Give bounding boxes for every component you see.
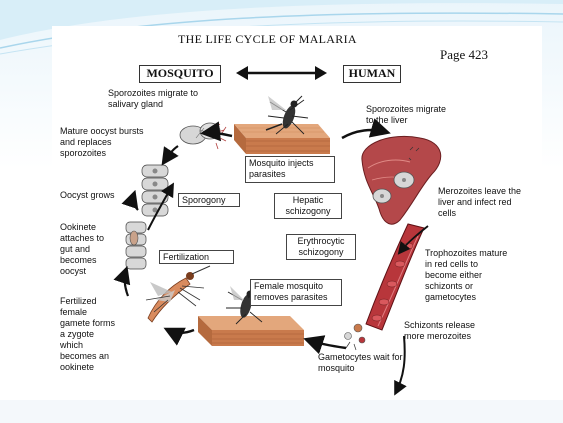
stage-female-mosquito-removes: Female mosquito removes parasites bbox=[250, 279, 342, 306]
label-sporozoites-salivary: Sporozoites migrate to salivary gland bbox=[108, 88, 198, 110]
oocyst-burst-illustration bbox=[180, 123, 226, 149]
stage-hepatic-schizogony: Hepatic schizogony bbox=[274, 193, 342, 219]
stage-sporogony: Sporogony bbox=[178, 193, 240, 207]
label-gametocytes-wait: Gametocytes wait for mosquito bbox=[318, 352, 403, 374]
page-number: Page 423 bbox=[440, 47, 488, 63]
stage-mosquito-injects: Mosquito injects parasites bbox=[245, 156, 335, 183]
liver-illustration bbox=[362, 136, 441, 224]
label-trophozoites: Trophozoites mature in red cells to beco… bbox=[425, 248, 507, 303]
oocyst-chain-illustration bbox=[142, 165, 168, 216]
label-oocyst-bursts: Mature oocyst bursts and replaces sporoz… bbox=[60, 126, 144, 159]
host-double-arrow bbox=[236, 66, 327, 80]
host-label-mosquito: MOSQUITO bbox=[139, 65, 221, 83]
skin-block-bottom bbox=[198, 316, 304, 346]
female-mosquito-illustration bbox=[146, 266, 210, 322]
label-ookinete-attaches: Ookinete attaches to gut and becomes ooc… bbox=[60, 222, 104, 277]
host-label-human: HUMAN bbox=[343, 65, 401, 83]
label-schizonts-release: Schizonts release more merozoites bbox=[404, 320, 475, 342]
label-sporozoites-liver: Sporozoites migrate to the liver bbox=[366, 104, 446, 126]
label-fertilized-gamete: Fertilized female gamete forms a zygote … bbox=[60, 296, 115, 373]
stage-fertilization: Fertilization bbox=[159, 250, 234, 264]
ookinete-chain-illustration bbox=[126, 222, 146, 269]
blood-vessel-illustration bbox=[366, 224, 424, 330]
page-title: THE LIFE CYCLE OF MALARIA bbox=[178, 32, 357, 47]
gametocyte-cells-illustration bbox=[345, 324, 366, 350]
label-merozoites-leave: Merozoites leave the liver and infect re… bbox=[438, 186, 521, 219]
label-oocyst-grows: Oocyst grows bbox=[60, 190, 115, 201]
stage-erythrocytic-schizogony: Erythrocytic schizogony bbox=[286, 234, 356, 260]
